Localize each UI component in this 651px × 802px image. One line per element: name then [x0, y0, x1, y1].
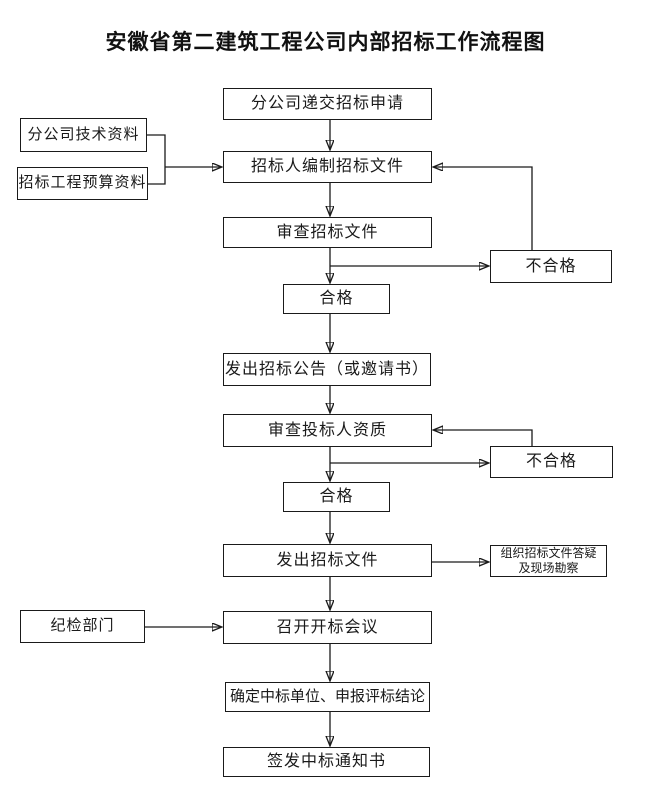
arrow-unqualified2-to-reviewbidders [434, 430, 533, 446]
page-title: 安徽省第二建筑工程公司内部招标工作流程图 [105, 30, 546, 54]
node-qualified-1: 合格 [283, 284, 390, 314]
node-submit-application: 分公司递交招标申请 [223, 88, 432, 120]
node-review-documents: 审查招标文件 [223, 217, 432, 248]
node-qa-site-survey: 组织招标文件答疑 及现场勘察 [490, 545, 607, 577]
qa-site-line2: 及现场勘察 [518, 561, 579, 575]
node-discipline-dept: 纪检部门 [20, 610, 145, 643]
node-unqualified-2: 不合格 [490, 446, 613, 478]
node-tech-data: 分公司技术资料 [20, 118, 147, 152]
bracket-leftdata [147, 134, 166, 185]
node-determine-winner: 确定中标单位、申报评标结论 [225, 682, 430, 712]
node-issue-notice: 签发中标通知书 [223, 747, 430, 777]
node-prepare-documents: 招标人编制招标文件 [223, 151, 432, 183]
node-qualified-2: 合格 [283, 482, 390, 512]
node-announce: 发出招标公告（或邀请书） [223, 353, 431, 386]
arrow-unqualified1-to-prepare [434, 167, 533, 250]
node-unqualified-1: 不合格 [490, 250, 612, 283]
qa-site-line1: 组织招标文件答疑 [500, 546, 597, 560]
node-bid-opening: 召开开标会议 [223, 611, 432, 644]
node-budget-data: 招标工程预算资料 [17, 167, 148, 200]
node-issue-documents: 发出招标文件 [223, 544, 432, 577]
node-review-bidders: 审查投标人资质 [223, 414, 432, 447]
